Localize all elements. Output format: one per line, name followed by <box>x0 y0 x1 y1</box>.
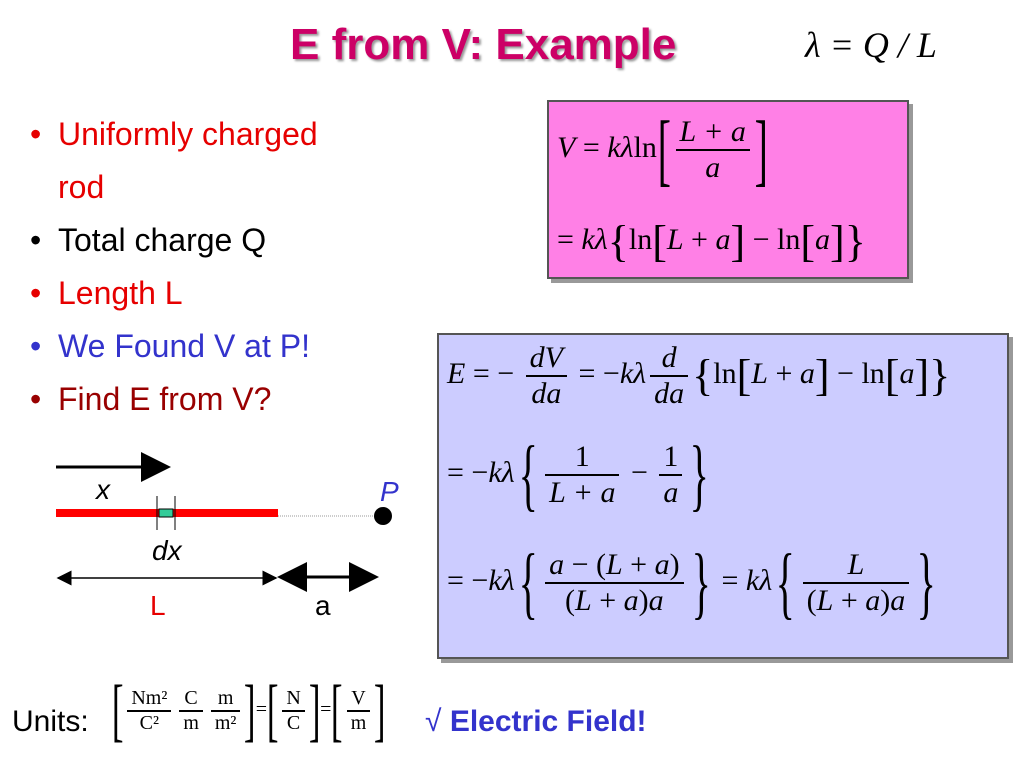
slide-title: E from V: Example <box>290 20 677 69</box>
units-label: Units: <box>12 705 89 738</box>
bullet-find-e: Find E from V? <box>30 373 318 426</box>
point-p <box>374 507 392 525</box>
bullet-length: Length L <box>30 267 318 320</box>
distance-a-label: a <box>315 590 331 621</box>
bullet-continuation-rod: rod <box>58 169 105 205</box>
x-label: x <box>96 474 110 505</box>
rod-diagram <box>56 452 392 592</box>
conclusion-text: Electric Field! <box>449 705 647 738</box>
field-equation-line3: = −kλ{a − (L + a)(L + a)a} = kλ{L(L + a)… <box>447 539 937 627</box>
bullet-total-charge: Total charge Q <box>30 214 318 267</box>
lambda-definition-text: λ = Q / L <box>805 25 937 65</box>
bullet-uniformly-charged: Uniformly charged <box>30 108 318 161</box>
bullet-found-v: We Found V at P! <box>30 320 318 373</box>
lambda-definition: λ = Q / L <box>805 24 937 66</box>
p-label: P <box>380 476 399 507</box>
potential-equation-line2: = kλ{ln[L + a] − ln[a]} <box>557 217 866 266</box>
dx-label: dx <box>152 535 182 566</box>
charge-element-dx <box>158 508 174 518</box>
conclusion: √ Electric Field! <box>425 705 647 739</box>
length-l-label: L <box>150 590 166 621</box>
check-mark-icon: √ <box>425 705 442 738</box>
bullet-list: Uniformly charged rod Total charge Q Len… <box>30 108 318 426</box>
